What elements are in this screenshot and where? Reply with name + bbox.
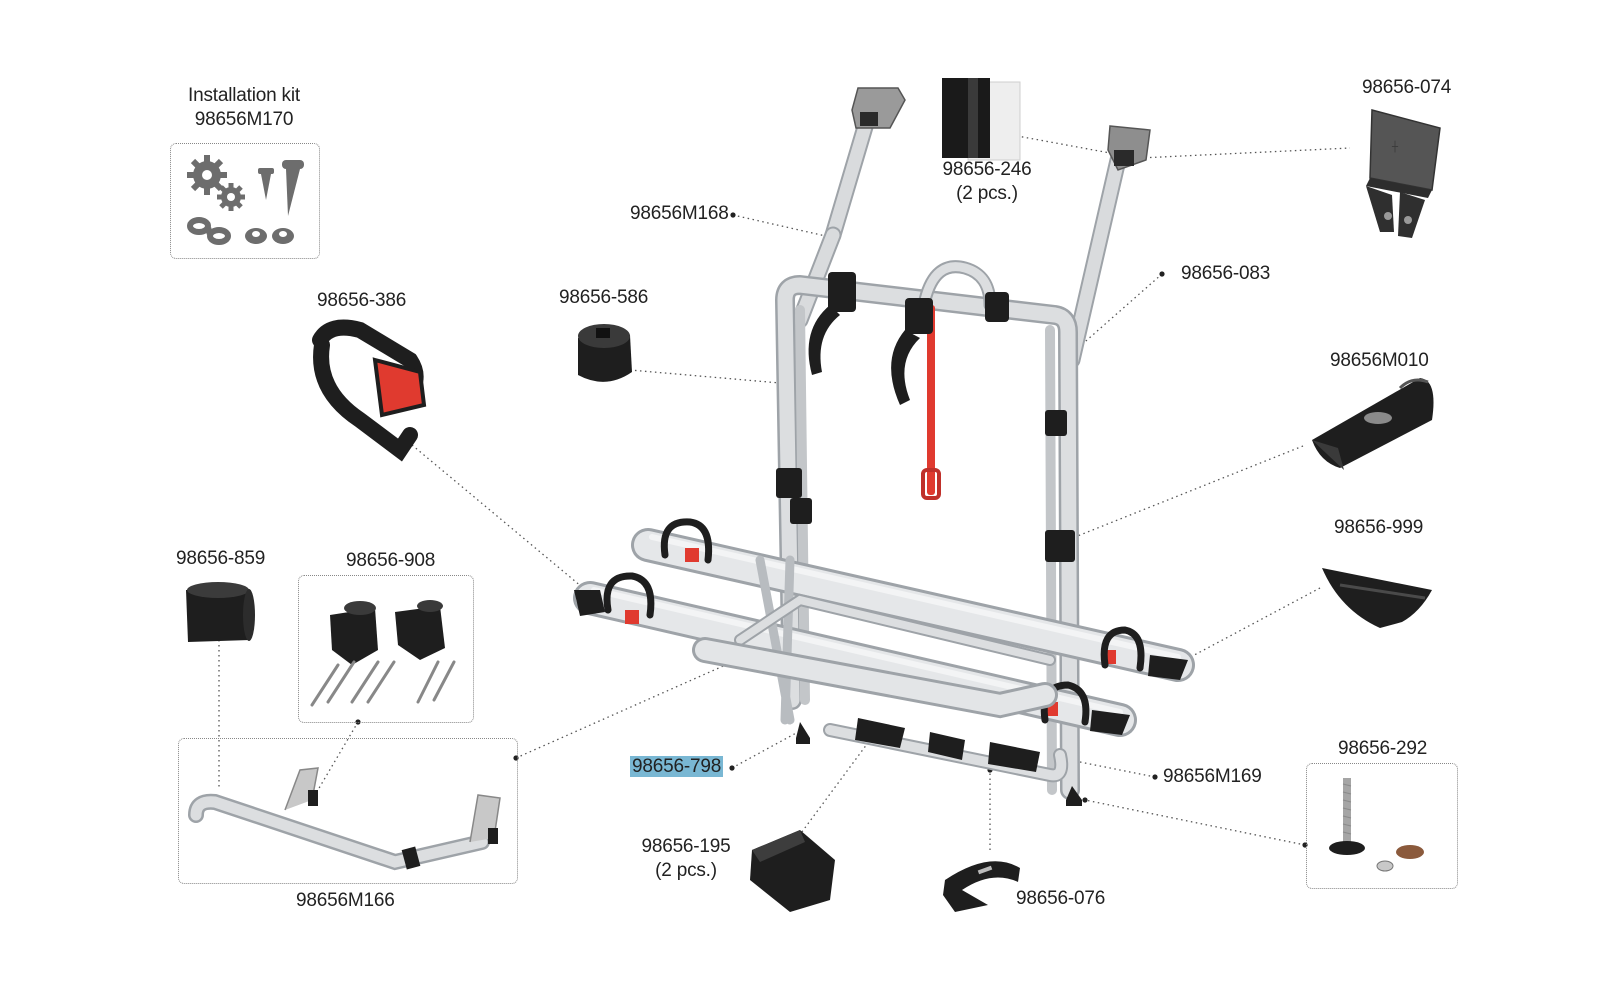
leader-074	[1139, 147, 1351, 159]
part-label-076: 98656-076	[1016, 888, 1106, 909]
leader-386	[411, 444, 589, 593]
part-label-074: 98656-074	[1362, 77, 1452, 98]
sleeve-195-illustration	[750, 830, 835, 912]
upper-arm-right	[1063, 151, 1127, 369]
part-qty-246: (2 pcs.)	[956, 183, 1018, 204]
part-label-798: 98656-798	[630, 755, 724, 779]
leader-586	[629, 369, 781, 384]
svg-text:┼: ┼	[1391, 140, 1399, 153]
top-bracket-right	[1107, 125, 1151, 171]
top-bracket-left	[851, 87, 906, 129]
screw-icon	[282, 160, 304, 216]
part-label-083: 98656-083	[1181, 263, 1271, 284]
part-code-246: 98656-246	[942, 159, 1032, 180]
leader-M169	[1069, 759, 1156, 778]
part-label-M166: 98656M166	[296, 890, 395, 911]
gear-icon	[217, 183, 245, 211]
part-qty-195: (2 pcs.)	[655, 860, 717, 881]
part-label-M168: 98656M168	[630, 203, 729, 224]
lower-clamps	[855, 718, 1040, 772]
block-586-illustration	[578, 324, 632, 382]
strap-386-illustration	[312, 319, 427, 462]
screw-icon	[258, 168, 274, 200]
part-label-386: 98656-386	[317, 290, 407, 311]
endcap-999-illustration	[1322, 568, 1432, 628]
lower-support	[692, 555, 1069, 783]
cradle-M010-illustration	[1312, 378, 1434, 470]
part-label-M010: 98656M010	[1330, 350, 1429, 371]
installation-kit-icons	[187, 155, 304, 245]
leader-M166	[515, 662, 731, 759]
leader-M010	[1054, 445, 1304, 546]
connectors-908-illustration	[310, 600, 456, 707]
extension-M166-illustration	[188, 767, 501, 871]
connectors-908-box	[298, 575, 474, 723]
pad-246-illustration	[942, 78, 1021, 161]
installation-kit-code: 98656M170	[194, 109, 294, 130]
leader-798	[731, 731, 799, 769]
chain-icon	[187, 217, 231, 245]
part-label-999: 98656-999	[1334, 517, 1424, 538]
leader-083	[1069, 273, 1163, 356]
part-label-586: 98656-586	[559, 287, 649, 308]
frame-clamps	[776, 272, 1075, 562]
part-code-195: 98656-195	[641, 836, 731, 857]
foot-292-box	[1306, 763, 1458, 889]
leader-lines	[218, 134, 1351, 850]
leader-999	[1169, 587, 1321, 669]
part-label-859: 98656-859	[176, 548, 266, 569]
wheel-rail-rear	[631, 528, 1195, 682]
bike-rack-assembly	[573, 87, 1195, 806]
part-label-292: 98656-292	[1338, 738, 1428, 759]
part-label-246: 98656-246 (2 pcs.)	[942, 158, 1031, 206]
installation-kit-label: Installation kit 98656M170	[188, 84, 300, 132]
cap-859-illustration	[186, 582, 255, 642]
leader-292	[1084, 799, 1306, 846]
nut-icon	[272, 228, 294, 244]
part-label-195: 98656-195 (2 pcs.)	[641, 835, 730, 883]
installation-kit-title: Installation kit	[188, 85, 300, 106]
installation-kit-box	[170, 143, 320, 259]
highlighted-part-code: 98656-798	[630, 756, 724, 777]
gear-icon	[187, 155, 227, 195]
nut-icon	[245, 228, 267, 244]
red-strap	[927, 305, 935, 495]
leader-908	[314, 721, 359, 796]
extension-M166-box	[178, 738, 518, 884]
rack-feet	[796, 722, 1082, 806]
bracket-074-illustration: ┼	[1366, 109, 1441, 238]
foot-292-illustration	[1329, 778, 1424, 872]
part-label-908: 98656-908	[346, 550, 436, 571]
part-label-M169: 98656M169	[1163, 766, 1262, 787]
leader-M168	[732, 214, 831, 238]
leader-246	[1011, 134, 1111, 154]
clip-076-illustration	[943, 861, 1020, 912]
